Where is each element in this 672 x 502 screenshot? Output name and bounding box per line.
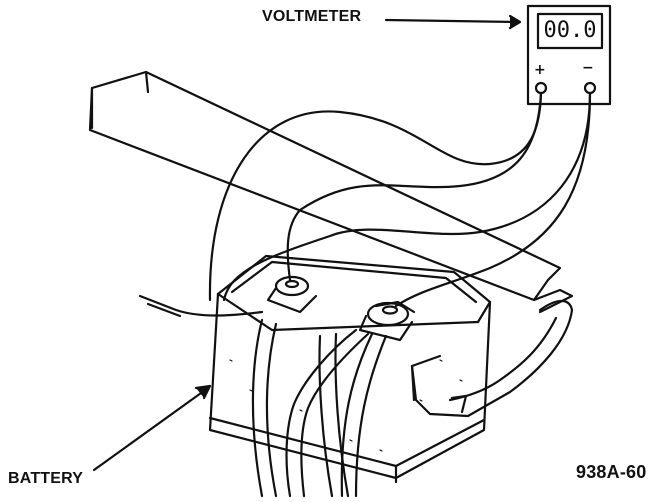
hold-down-bar (88, 70, 574, 418)
voltmeter-label: VOLTMETER (262, 8, 362, 25)
battery-leader (92, 384, 212, 472)
positive-terminal (266, 275, 318, 314)
negative-terminal (358, 300, 416, 342)
battery-body (208, 254, 492, 484)
figure-number: 938A-60 (576, 462, 647, 482)
positive-test-lead (208, 91, 543, 302)
positive-terminal-symbol: + (534, 62, 546, 78)
negative-terminal-symbol: − (582, 60, 594, 76)
voltmeter-leader (384, 14, 522, 30)
negative-test-lead (222, 91, 592, 308)
battery-texture (229, 359, 463, 452)
voltmeter-readout: 00.0 (543, 18, 597, 43)
battery-label: BATTERY (8, 470, 84, 487)
battery-cables (138, 294, 388, 498)
